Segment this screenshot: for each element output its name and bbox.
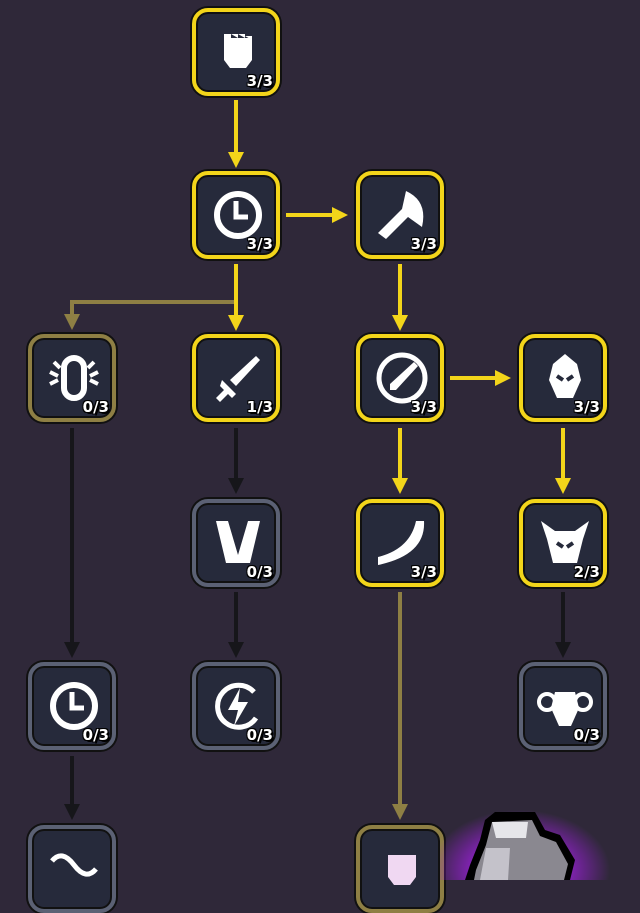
skill-count: 0/3 xyxy=(246,726,273,744)
skill-node-clock[interactable]: 3/3 xyxy=(192,171,280,259)
clock-icon xyxy=(214,191,262,239)
skill-node-dragon-skull[interactable]: 2/3 xyxy=(519,499,607,587)
skill-count: 3/3 xyxy=(410,563,437,581)
skill-count: 0/3 xyxy=(246,563,273,581)
fist-icon xyxy=(388,855,416,885)
link-clock-chain xyxy=(64,300,236,330)
broken-chain-icon xyxy=(49,355,99,401)
skill-count: 1/3 xyxy=(246,398,273,416)
skill-tree-connectors xyxy=(64,100,571,820)
skill-count: 3/3 xyxy=(410,235,437,253)
skill-node-horn[interactable]: 3/3 xyxy=(356,499,444,587)
skill-node-chain-break[interactable]: 0/3 xyxy=(28,334,116,422)
fist-icon xyxy=(224,34,252,68)
beast-skull-icon xyxy=(549,354,581,398)
skill-count: 3/3 xyxy=(573,398,600,416)
jaws-icon xyxy=(216,521,260,563)
skill-node-partial-left[interactable] xyxy=(28,825,116,913)
skill-node-blade-circle[interactable]: 3/3 xyxy=(356,334,444,422)
axe-icon xyxy=(378,191,424,239)
skill-node-beast-skull[interactable]: 3/3 xyxy=(519,334,607,422)
skill-count: 3/3 xyxy=(246,72,273,90)
skill-node-clock-2[interactable]: 0/3 xyxy=(28,662,116,750)
skill-count: 3/3 xyxy=(410,398,437,416)
skill-count: 0/3 xyxy=(82,726,109,744)
ram-skull-icon xyxy=(537,692,593,726)
skill-count: 3/3 xyxy=(246,235,273,253)
skill-count: 2/3 xyxy=(573,563,600,581)
skill-count: 0/3 xyxy=(82,398,109,416)
skill-count: 0/3 xyxy=(573,726,600,744)
lightning-refresh-icon xyxy=(215,682,259,730)
skill-node-sword[interactable]: 1/3 xyxy=(192,334,280,422)
skill-node-ram-skull[interactable]: 0/3 xyxy=(519,662,607,750)
skill-node-axe[interactable]: 3/3 xyxy=(356,171,444,259)
ore-rock-icon xyxy=(440,810,610,880)
skill-node-jaws[interactable]: 0/3 xyxy=(192,499,280,587)
infinity-icon xyxy=(50,853,98,877)
horn-icon xyxy=(378,521,425,565)
sword-icon xyxy=(216,356,260,402)
skill-node-fist[interactable]: 3/3 xyxy=(192,8,280,96)
clock-icon xyxy=(50,682,98,730)
skill-node-lightning-refresh[interactable]: 0/3 xyxy=(192,662,280,750)
dragon-skull-icon xyxy=(541,521,589,563)
skill-node-partial-fist[interactable] xyxy=(356,825,444,913)
blade-circle-icon xyxy=(376,352,428,404)
